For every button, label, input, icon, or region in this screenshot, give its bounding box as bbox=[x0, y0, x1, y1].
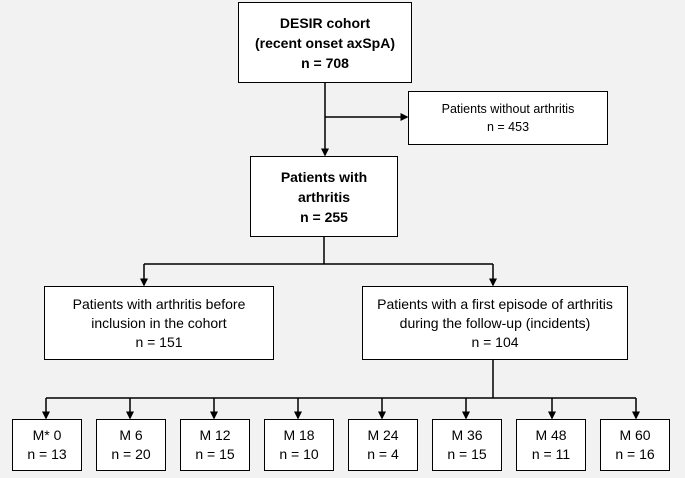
month-count: n = 15 bbox=[447, 446, 487, 462]
no-arthritis-box: Patients without arthritis n = 453 bbox=[408, 91, 608, 145]
before-inclusion-count: n = 151 bbox=[135, 333, 183, 350]
arthritis-label-1: Patients with bbox=[280, 168, 368, 185]
month-box-m48: M 48 n = 11 bbox=[516, 419, 586, 471]
month-label: M 60 bbox=[619, 427, 651, 443]
incidents-label-1: Patients with a first episode of arthrit… bbox=[377, 295, 613, 312]
incidents-count: n = 104 bbox=[471, 333, 519, 350]
arthritis-count: n = 255 bbox=[300, 208, 348, 225]
month-count: n = 20 bbox=[111, 446, 151, 462]
month-box-m6: M 6 n = 20 bbox=[96, 419, 166, 471]
month-count: n = 15 bbox=[195, 446, 235, 462]
incidents-label-2: during the follow-up (incidents) bbox=[399, 314, 591, 331]
month-box-m18: M 18 n = 10 bbox=[264, 419, 334, 471]
before-inclusion-label-2: inclusion in the cohort bbox=[91, 314, 227, 331]
month-label: M* 0 bbox=[32, 427, 62, 443]
month-label: M 48 bbox=[535, 427, 567, 443]
before-inclusion-box: Patients with arthritis before inclusion… bbox=[44, 286, 274, 360]
arthritis-box: Patients with arthritis n = 255 bbox=[250, 156, 398, 237]
cohort-count: n = 708 bbox=[301, 54, 349, 71]
month-label: M 6 bbox=[119, 427, 143, 443]
month-label: M 12 bbox=[199, 427, 231, 443]
month-label: M 18 bbox=[283, 427, 315, 443]
month-box-m24: M 24 n = 4 bbox=[348, 419, 418, 471]
month-box-m60: M 60 n = 16 bbox=[600, 419, 670, 471]
month-box-m36: M 36 n = 15 bbox=[432, 419, 502, 471]
month-count: n = 16 bbox=[615, 446, 655, 462]
no-arthritis-count: n = 453 bbox=[486, 120, 530, 134]
month-label: M 24 bbox=[367, 427, 399, 443]
month-count: n = 4 bbox=[367, 446, 399, 462]
no-arthritis-label: Patients without arthritis bbox=[441, 102, 575, 116]
month-count: n = 11 bbox=[531, 446, 571, 462]
month-count: n = 13 bbox=[27, 446, 67, 462]
month-count: n = 10 bbox=[279, 446, 319, 462]
cohort-title: DESIR cohort bbox=[279, 14, 371, 31]
arthritis-label-2: arthritis bbox=[297, 188, 351, 205]
month-box-m12: M 12 n = 15 bbox=[180, 419, 250, 471]
month-label: M 36 bbox=[451, 427, 483, 443]
month-box-m0: M* 0 n = 13 bbox=[12, 419, 82, 471]
cohort-box: DESIR cohort (recent onset axSpA) n = 70… bbox=[238, 2, 412, 83]
cohort-subtitle: (recent onset axSpA) bbox=[254, 34, 396, 51]
incidents-box: Patients with a first episode of arthrit… bbox=[362, 286, 628, 360]
before-inclusion-label-1: Patients with arthritis before bbox=[72, 295, 246, 312]
